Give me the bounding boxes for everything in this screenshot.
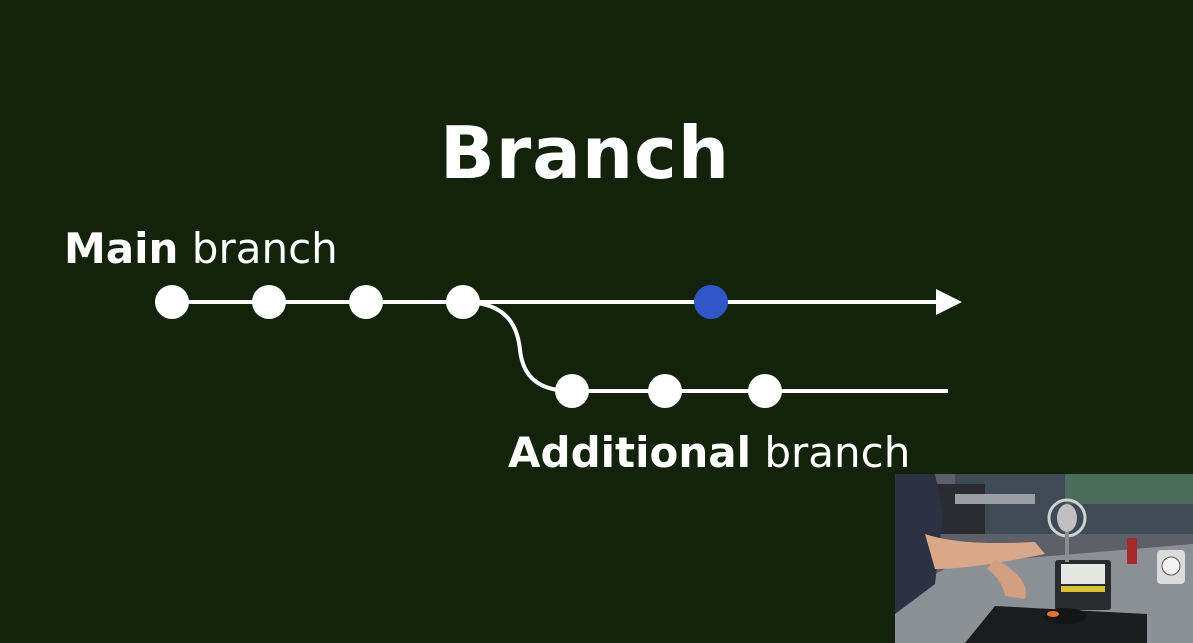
additional-branch-commit — [648, 374, 682, 408]
additional-branch-commits — [555, 374, 782, 408]
webcam-feed-illustration — [895, 474, 1193, 643]
additional-branch-label-rest: branch — [751, 428, 911, 477]
main-branch-commit — [252, 285, 286, 319]
additional-branch-commit — [555, 374, 589, 408]
additional-branch-commit — [748, 374, 782, 408]
main-branch-label-rest: branch — [178, 224, 338, 273]
main-branch-commit — [155, 285, 189, 319]
main-branch-label: Main branch — [64, 224, 338, 274]
main-branch-commit — [349, 285, 383, 319]
main-branch-label-strong: Main — [64, 224, 179, 273]
additional-branch-label: Additional branch — [508, 428, 910, 478]
main-branch-arrowhead — [936, 289, 962, 315]
main-branch-commits — [155, 285, 728, 319]
webcam-video-inset — [895, 474, 1193, 643]
additional-branch-label-strong: Additional — [508, 428, 751, 477]
main-branch-commit — [446, 285, 480, 319]
main-branch-head-commit — [694, 285, 728, 319]
fork-curve — [462, 300, 573, 393]
slide-title: Branch — [439, 111, 731, 195]
